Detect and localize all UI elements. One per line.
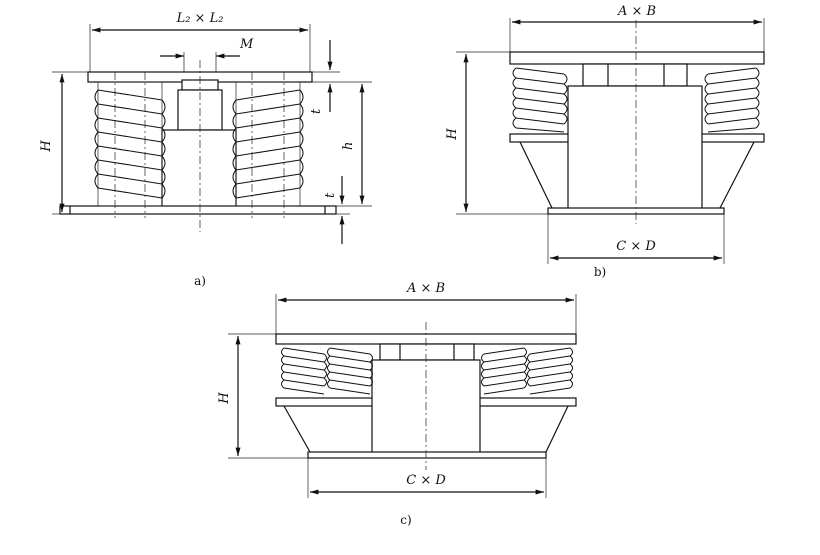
spring-left-a xyxy=(94,72,166,218)
figure-a: L₂ × L₂ M xyxy=(39,11,372,288)
inner-column-lower xyxy=(161,129,237,209)
spring-4-c xyxy=(527,347,573,395)
figure-c: A × B xyxy=(217,281,577,527)
label-h-inner: h xyxy=(341,142,356,150)
spring-2-c xyxy=(327,347,373,395)
label-cxd-b: C × D xyxy=(616,239,656,254)
label-axb-b: A × B xyxy=(617,4,656,19)
spring-1-c xyxy=(281,347,327,395)
bottom-plate-c xyxy=(307,451,547,459)
caption-a: a) xyxy=(194,274,206,288)
label-l2xl2: L₂ × L₂ xyxy=(176,11,224,26)
caption-b: b) xyxy=(594,265,606,279)
label-h-b: H xyxy=(445,128,460,141)
skirt-b xyxy=(519,141,755,209)
column-b xyxy=(567,85,703,211)
label-t-lower: t xyxy=(323,192,338,198)
upper-block-b xyxy=(582,63,688,87)
label-h-c: H xyxy=(217,392,232,405)
label-axb-c: A × B xyxy=(406,281,445,296)
upper-block-c xyxy=(379,343,475,361)
caption-c: c) xyxy=(400,513,411,527)
label-cxd-c: C × D xyxy=(406,473,446,488)
spring-right-b xyxy=(704,67,760,133)
top-plate-b xyxy=(509,51,765,65)
label-m: M xyxy=(239,37,254,52)
spring-3-c xyxy=(481,347,527,395)
label-h-a: H xyxy=(39,140,54,153)
label-t-upper: t xyxy=(309,108,324,114)
spring-left-b xyxy=(512,67,568,133)
figure-b: A × B H xyxy=(445,4,765,279)
bottom-plate xyxy=(59,205,337,215)
skirt-c xyxy=(283,405,569,453)
spring-right-a xyxy=(232,72,304,218)
